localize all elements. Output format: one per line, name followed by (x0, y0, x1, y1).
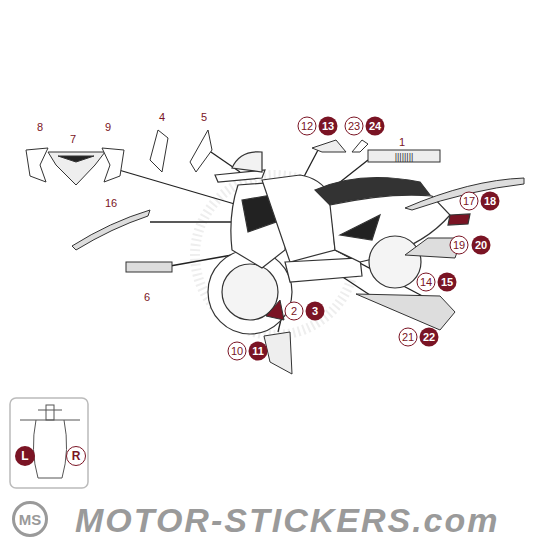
callout-number: 7 (69, 133, 77, 146)
callout-number: 12 (298, 117, 317, 136)
logo-mark: MS (12, 501, 48, 537)
callout-number: 24 (366, 117, 385, 136)
callout-number: 8 (36, 121, 44, 134)
callout-number: 14 (417, 273, 436, 292)
callout-number: 10 (228, 342, 247, 361)
callout-number: 5 (200, 111, 208, 124)
callout-number: 1 (398, 136, 406, 149)
callout-number: 9 (104, 121, 112, 134)
callout-number: 6 (143, 291, 151, 304)
callout-number: 17 (460, 192, 479, 211)
callout-number: 20 (472, 236, 491, 255)
callout-number: 16 (104, 197, 118, 210)
callout-number: 3 (306, 302, 325, 321)
callout-number: 11 (249, 342, 268, 361)
svg-text:||||||||: |||||||| (395, 152, 414, 162)
callout-number: 19 (450, 236, 469, 255)
callout-number: 18 (481, 192, 500, 211)
callout-number: 21 (399, 328, 418, 347)
callout-number: 23 (345, 117, 364, 136)
callout-number: 2 (285, 302, 304, 321)
callout-number: 4 (158, 111, 166, 124)
watermark: MOTOR-STICKERS.com (75, 503, 500, 537)
callout-number: 22 (420, 328, 439, 347)
callout-number: 13 (319, 117, 338, 136)
side-marker: L (15, 446, 35, 466)
callout-number: 15 (438, 273, 457, 292)
side-marker: R (66, 446, 86, 466)
